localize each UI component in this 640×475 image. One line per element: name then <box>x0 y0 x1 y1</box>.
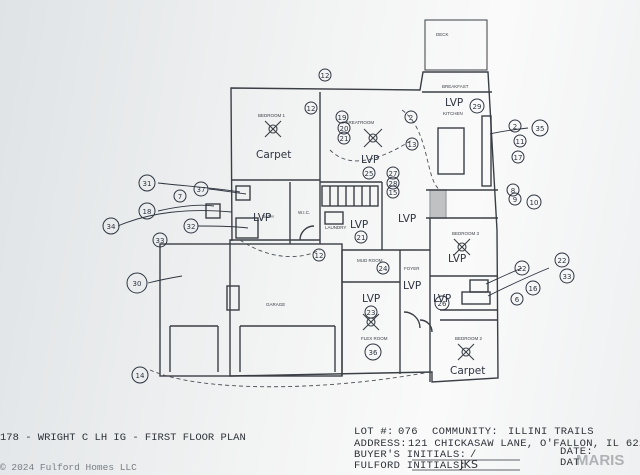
lvp-greatroom: LVP <box>361 154 379 166</box>
svg-text:12: 12 <box>315 252 324 260</box>
svg-text:35: 35 <box>536 125 545 133</box>
lot-value: 076 <box>398 426 418 438</box>
svg-text:25: 25 <box>365 170 374 178</box>
walls <box>159 19 499 383</box>
svg-text:2: 2 <box>513 123 517 131</box>
flexroom-label: FLEX ROOM <box>361 336 388 341</box>
address-value: 121 CHICKASAW LANE, O'FALLON, IL 62269 <box>408 438 640 450</box>
svg-text:11: 11 <box>516 138 525 146</box>
svg-text:33: 33 <box>156 237 165 245</box>
house-outline <box>229 71 499 383</box>
svg-text:7: 7 <box>178 193 182 201</box>
wiring-lines <box>149 109 441 388</box>
svg-text:30: 30 <box>133 280 142 288</box>
community-label: COMMUNITY: <box>432 426 499 438</box>
svg-text:28: 28 <box>389 180 398 188</box>
ceiling-fixtures <box>264 120 475 361</box>
svg-text:27: 27 <box>389 170 398 178</box>
svg-text:9: 9 <box>513 196 517 204</box>
fulford-initials-label: FULFORD INITIALS: <box>354 460 467 472</box>
svg-text:14: 14 <box>136 372 145 380</box>
bedroom2-label: BEDROOM 2 <box>455 336 483 341</box>
svg-text:29: 29 <box>473 103 482 111</box>
callout-leaders <box>117 127 550 297</box>
address-label: ADDRESS: <box>354 438 407 450</box>
svg-text:22: 22 <box>518 265 527 273</box>
deck-outline <box>424 19 488 71</box>
lvp-bedroom3: LVP <box>448 253 466 265</box>
carpet-bedroom1: Carpet <box>256 149 291 161</box>
svg-text:36: 36 <box>369 349 378 357</box>
buyers-initials-label: BUYER'S INITIALS: <box>354 449 467 461</box>
garage-outline <box>159 243 343 377</box>
fulford-initials-value: JKS <box>460 458 479 471</box>
wic-label: W.I.C. <box>298 210 310 215</box>
buyers-initials-slash: / <box>470 449 477 461</box>
laundry-label: LAUNDRY <box>325 225 346 230</box>
svg-text:18: 18 <box>143 208 152 216</box>
watermark-logo: MARIS <box>576 452 625 469</box>
svg-text:19: 19 <box>338 114 347 122</box>
svg-text:2: 2 <box>409 114 413 122</box>
svg-text:24: 24 <box>379 265 388 273</box>
lot-label: LOT #: <box>354 426 394 438</box>
svg-text:32: 32 <box>187 223 196 231</box>
breakfast-label: BREAKFAST <box>442 84 469 89</box>
svg-text:20: 20 <box>340 125 349 133</box>
svg-text:22: 22 <box>558 257 567 265</box>
svg-text:12: 12 <box>321 72 330 80</box>
deck-label: DECK <box>436 32 449 37</box>
svg-text:21: 21 <box>357 234 366 242</box>
lvp-kitchen: LVP <box>445 97 463 109</box>
svg-text:13: 13 <box>408 141 417 149</box>
carpet-bedroom2: Carpet <box>450 365 485 377</box>
svg-text:15: 15 <box>389 189 398 197</box>
svg-text:31: 31 <box>143 180 152 188</box>
plan-title: 178 - WRIGHT C LH IG - FIRST FLOOR PLAN <box>0 432 246 444</box>
callout-numbers: 12 12 19 20 21 13 2 25 29 35 11 2 17 89 10 31 37 7 1… <box>107 72 572 380</box>
date-label: DATE: <box>560 446 594 458</box>
svg-text:12: 12 <box>307 105 316 113</box>
date2-label: DAT <box>560 457 580 469</box>
svg-text:34: 34 <box>107 223 116 231</box>
svg-text:26: 26 <box>438 300 447 308</box>
lvp-hall: LVP <box>398 213 416 225</box>
svg-text:10: 10 <box>530 199 539 207</box>
greatroom-label: GREATROOM <box>345 120 374 125</box>
kitchen-label: KITCHEN <box>443 111 463 116</box>
mudroom-label: MUD ROOM <box>357 258 383 263</box>
lvp-hall2: LVP <box>433 293 451 305</box>
bedroom3-label: BEDROOM 3 <box>452 231 480 236</box>
svg-text:17: 17 <box>514 154 523 162</box>
svg-text:8: 8 <box>511 187 515 195</box>
copyright-text: © 2024 Fulford Homes LLC <box>0 462 137 473</box>
svg-text:16: 16 <box>529 285 538 293</box>
bath-label: BATH <box>262 214 274 219</box>
lvp-flexroom: LVP <box>362 293 380 305</box>
lvp-foyer: LVP <box>403 280 421 292</box>
lvp-bath: LVP <box>253 212 271 224</box>
svg-text:6: 6 <box>515 296 520 304</box>
title-block-lines <box>412 459 520 471</box>
svg-text:33: 33 <box>563 273 572 281</box>
garage-label: GARAGE <box>266 302 285 307</box>
svg-text:37: 37 <box>197 186 206 194</box>
community-value: ILLINI TRAILS <box>508 426 594 438</box>
callout-circles <box>102 68 575 384</box>
lvp-laundry: LVP <box>350 219 368 231</box>
svg-text:21: 21 <box>340 135 349 143</box>
svg-text:23: 23 <box>367 309 376 317</box>
bedroom1-label: BEDROOM 1 <box>258 113 286 118</box>
foyer-label: FOYER <box>404 266 420 271</box>
